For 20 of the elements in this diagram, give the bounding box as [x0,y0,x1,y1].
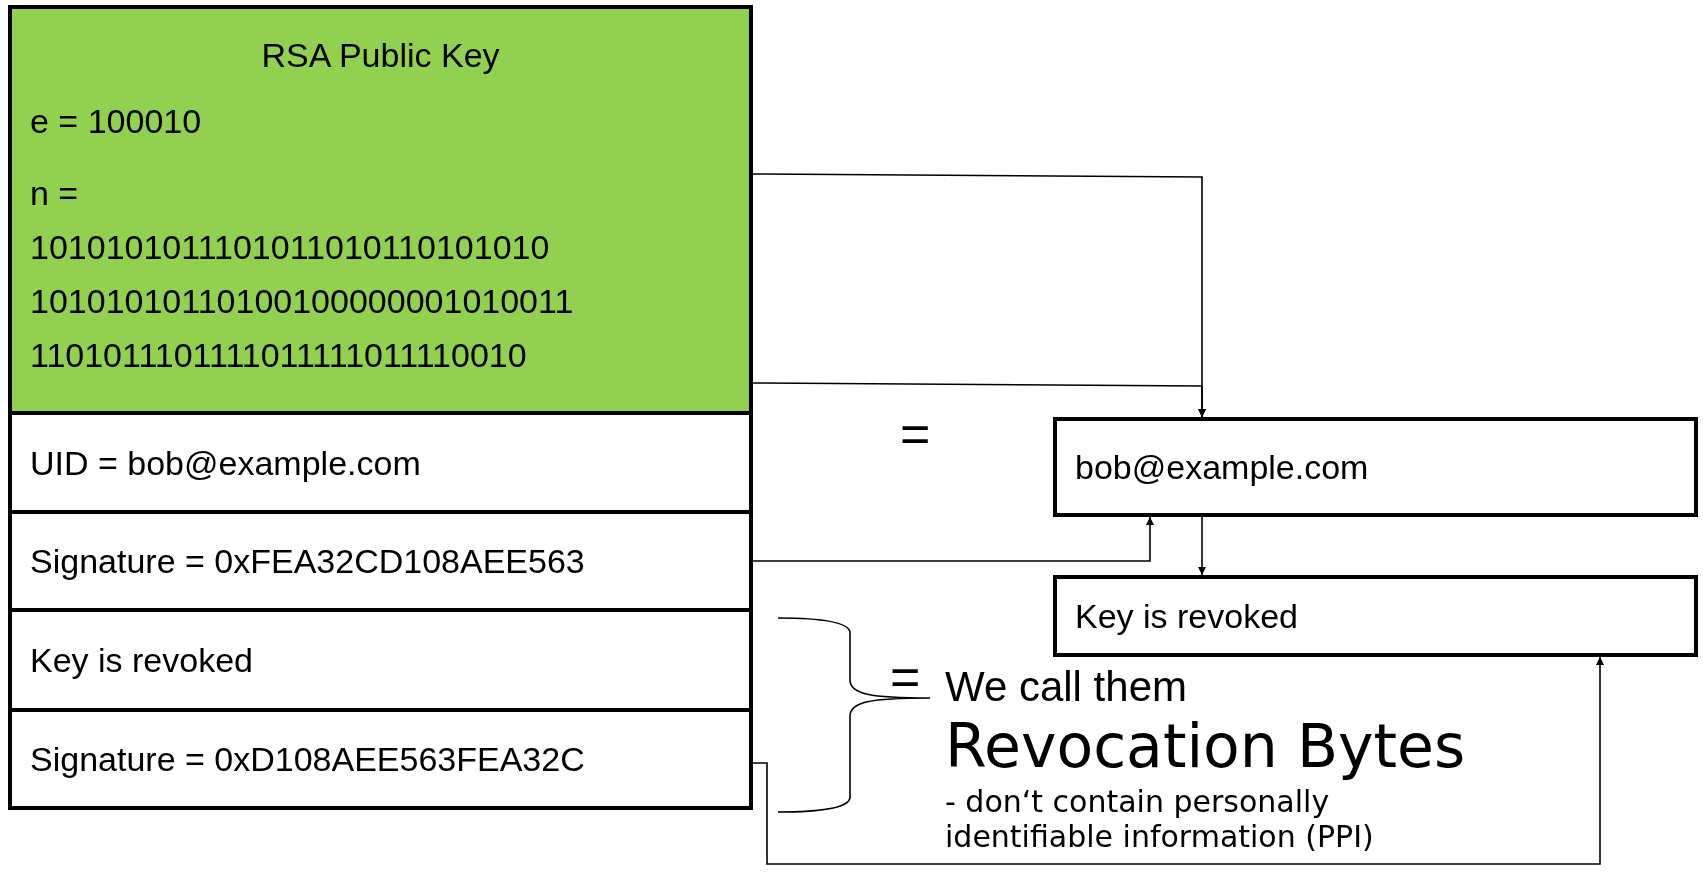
field-text: UID = bob@example.com [30,442,421,483]
field-text: Signature = 0xFEA32CD108AEE563 [30,541,585,581]
field-text: Key is revoked [1075,596,1298,636]
arrow [752,656,1604,865]
equals-sign: = [890,648,921,708]
key-modulus: n = 1010101011101011010110101010 10101010110100100000001010011 1101011101111011111011110010 [30,173,575,376]
annotation-note: - don‘t contain personally identifiable information (PPI) [945,785,1375,854]
value-box [1053,575,1698,657]
field-text: Signature = 0xD108AEE563FEA32C [30,739,585,779]
arrow [752,516,1154,562]
annotation-heading: Revocation Bytes [945,712,1466,781]
annotation-text: We call them [945,663,1187,712]
field-text: Key is revoked [30,640,253,680]
value-box [1053,417,1698,517]
arrow [752,382,1206,418]
key-heading: RSA Public Key [260,35,501,75]
equals-sign: = [900,405,931,465]
field-text: bob@example.com [1075,447,1369,487]
arrow [1198,516,1206,576]
key-exponent: e = 100010 [30,101,202,141]
